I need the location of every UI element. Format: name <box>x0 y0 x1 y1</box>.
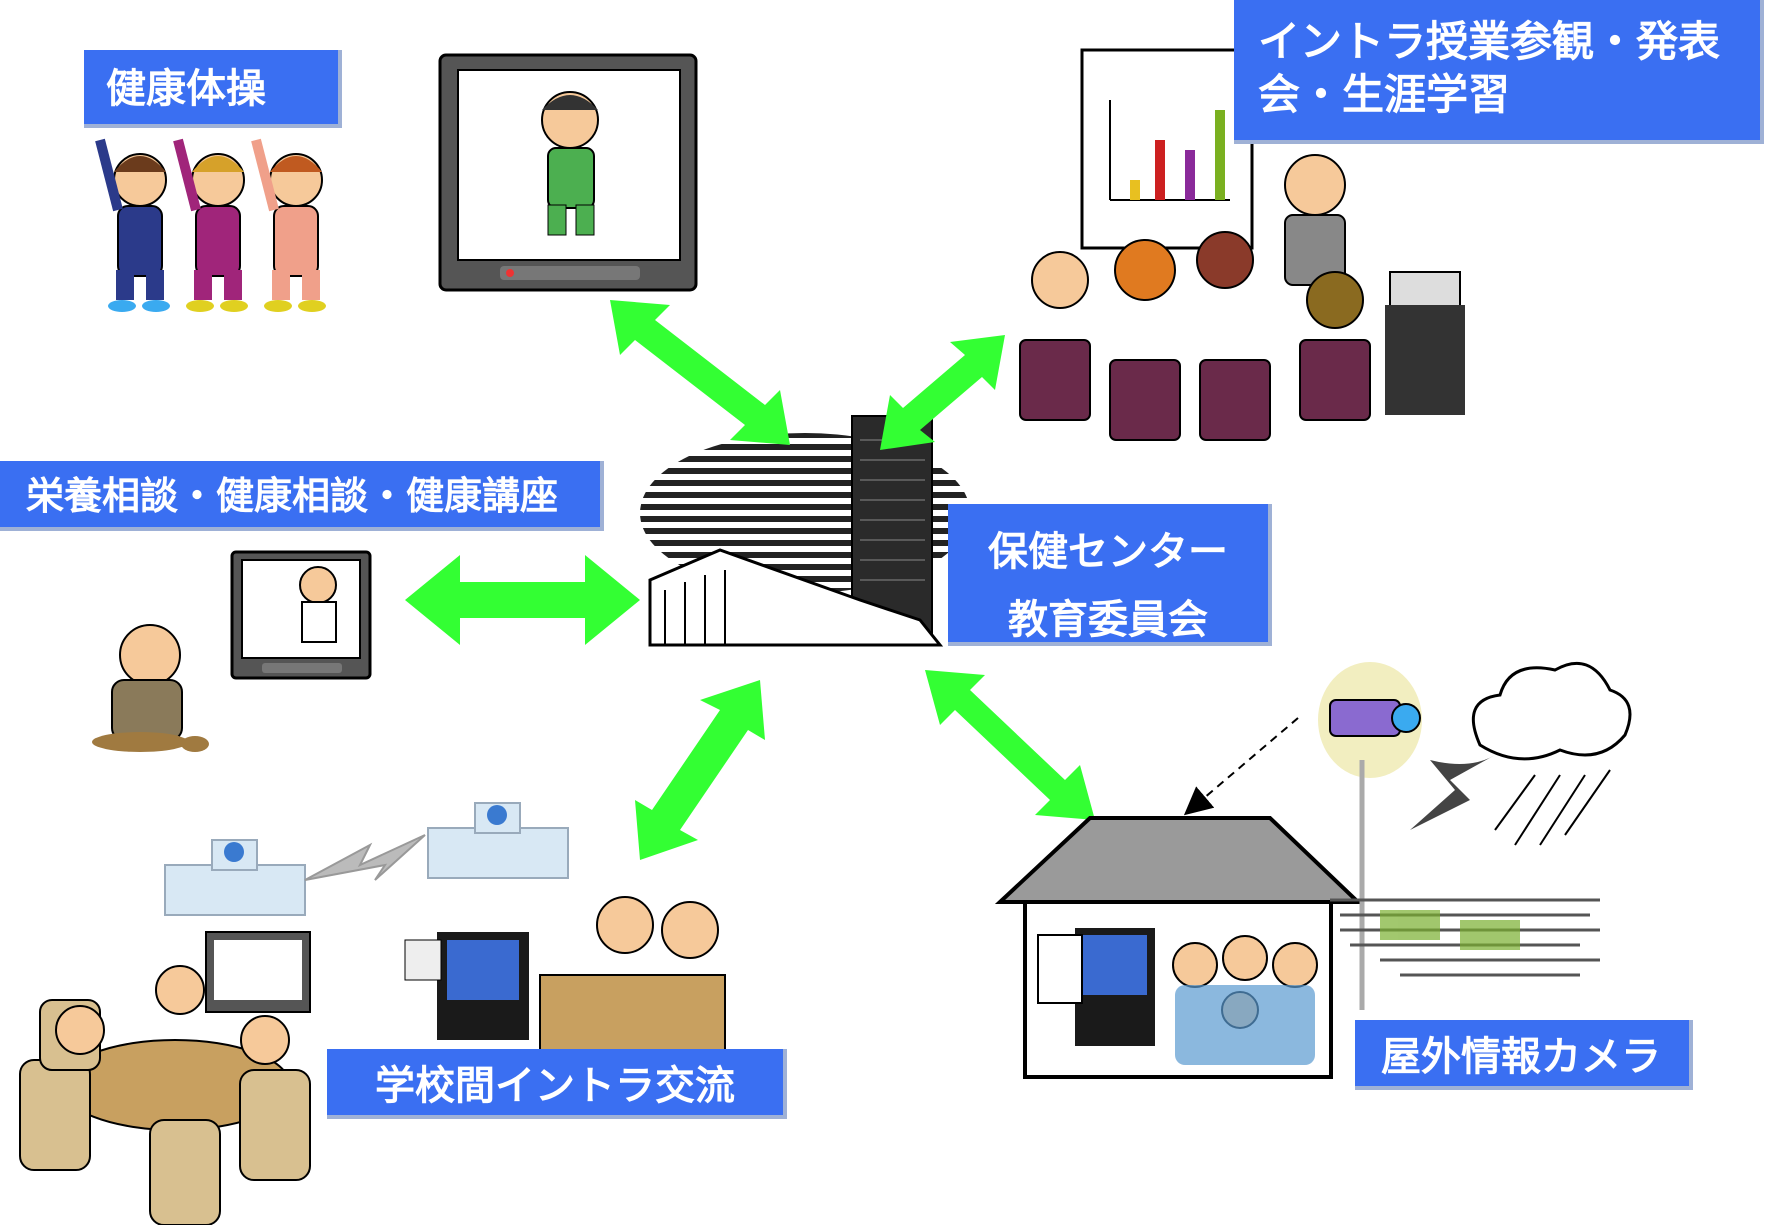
label-intra-jugyo: イントラ授業参観・発表 会・生涯学習 <box>1234 0 1764 144</box>
link-arrow-bottom-right <box>925 670 1095 820</box>
video-camera-icon <box>1183 662 1422 1010</box>
tv-monitor-icon <box>438 53 698 292</box>
house-icon <box>994 816 1363 1079</box>
label-intra-jugyo-line2: 会・生涯学習 <box>1258 69 1511 119</box>
label-intra-jugyo-line1: イントラ授業参観・発表 <box>1258 17 1721 66</box>
label-eiyo-sodan-text: 栄養相談・健康相談・健康講座 <box>26 474 559 518</box>
central-building-icon <box>640 415 970 647</box>
link-arrow-top-right <box>880 335 1005 450</box>
label-okugai-camera: 屋外情報カメラ <box>1355 1020 1693 1090</box>
label-kenko-taiso-text: 健康体操 <box>106 66 266 112</box>
label-center: 保健センター 教育委員会 <box>948 504 1272 646</box>
label-kenko-taiso: 健康体操 <box>84 50 342 128</box>
label-gakko-kan-text: 学校間イントラ交流 <box>375 1063 735 1109</box>
label-gakko-kan: 学校間イントラ交流 <box>327 1049 787 1119</box>
link-arrow-top <box>610 300 790 445</box>
lightning-link-icon <box>304 834 426 881</box>
consultation-tv-icon <box>92 550 372 752</box>
rain-cloud-icon <box>1330 661 1632 977</box>
link-arrow-left <box>405 555 640 645</box>
label-okugai-camera-text: 屋外情報カメラ <box>1381 1034 1661 1080</box>
label-eiyo-sodan: 栄養相談・健康相談・健康講座 <box>0 461 604 531</box>
presentation-meeting-icon <box>1019 48 1465 441</box>
school-building-icon <box>164 802 569 916</box>
video-conference-icon <box>19 896 726 1225</box>
label-center-line2: 教育委員会 <box>1008 597 1208 643</box>
exercise-people-icon <box>95 138 326 312</box>
link-arrow-bottom-left <box>635 680 765 860</box>
label-center-line1: 保健センター <box>988 529 1228 575</box>
